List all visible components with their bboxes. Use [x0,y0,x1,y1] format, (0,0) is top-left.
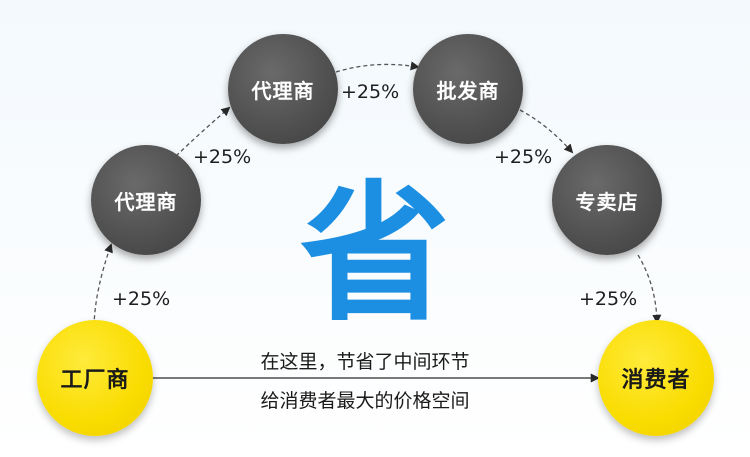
arrow-store-to-consumer [637,254,662,324]
caption-line-1: 在这里，节省了中间环节 [260,351,470,373]
markup-label: +25% [494,146,553,168]
node-agent-2: 代理商 [228,34,338,144]
arrow-factory-to-agent1 [93,243,113,327]
caption-line-2: 给消费者最大的价格空间 [260,390,470,412]
markup-label: +25% [112,288,171,310]
node-consumer: 消费者 [598,320,714,436]
node-store: 专卖店 [552,145,662,255]
node-agent-1: 代理商 [91,145,201,255]
markup-label: +25% [193,146,252,168]
node-factory: 工厂商 [37,320,153,436]
markup-label: +25% [341,81,400,103]
arrow-agent2-to-wholesaler [335,61,420,73]
center-save-character: 省 [299,168,450,342]
markup-label: +25% [579,288,638,310]
arrow-agent1-to-agent2 [175,106,231,157]
node-wholesaler: 批发商 [413,34,523,144]
